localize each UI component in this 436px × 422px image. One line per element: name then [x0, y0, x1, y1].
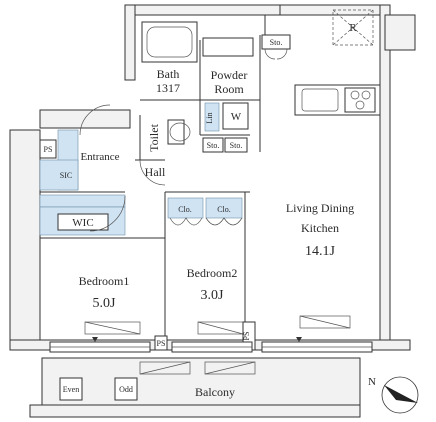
lin-label: Lin	[205, 112, 214, 123]
toilet-fixture	[167, 119, 191, 145]
bedroom1-size: 5.0J	[93, 296, 117, 311]
vanity	[202, 37, 254, 57]
wic-label: WIC	[72, 217, 93, 229]
balcony-windows	[49, 337, 373, 353]
entrance-door-swing	[79, 104, 111, 136]
powder-room-label: Powder	[211, 68, 248, 82]
sto-top-label: Sto.	[270, 38, 283, 47]
north-compass	[381, 376, 419, 414]
balcony-label: Balcony	[195, 385, 235, 399]
north-label: N	[368, 376, 376, 388]
pipe-space-bottom-left	[154, 335, 168, 351]
closet-doors	[169, 217, 243, 226]
sto-left-label: Sto.	[207, 141, 220, 150]
hall-label: Hall	[145, 165, 166, 179]
ldk-label-2: Kitchen	[301, 221, 339, 235]
interior-walls	[40, 15, 266, 340]
pipe-space-top	[39, 139, 57, 159]
balcony-area	[41, 357, 361, 406]
odd-label: Odd	[119, 385, 133, 394]
sto-right-label: Sto.	[230, 141, 243, 150]
powder-room-label-2: Room	[214, 82, 244, 96]
odd-box	[114, 377, 138, 401]
linen-closet	[204, 102, 220, 132]
balcony-ac-units	[139, 361, 256, 375]
wic-door	[89, 195, 126, 232]
storage-top	[261, 34, 291, 50]
bath-label: Bath	[157, 67, 180, 81]
bedroom2-size: 3.0J	[201, 288, 225, 303]
closet-left	[167, 197, 204, 219]
refrigerator-space	[332, 9, 374, 46]
ps-top-label: PS	[44, 145, 53, 154]
sic-label: SIC	[60, 171, 72, 180]
even-box	[59, 377, 83, 401]
ac-units	[84, 315, 351, 335]
clo-right-label: Clo.	[217, 205, 231, 214]
clo-left-label: Clo.	[178, 205, 192, 214]
wic-shelf-top	[39, 194, 126, 208]
hall-door-swing	[139, 159, 166, 186]
ldk-label: Living Dining	[286, 201, 354, 215]
kitchen-counter	[294, 84, 381, 116]
ps-bottom-left-label: PS	[157, 339, 166, 348]
bathtub	[141, 21, 198, 63]
storage-door	[264, 48, 288, 60]
storage-left	[202, 137, 224, 153]
ldk-size: 14.1J	[305, 244, 336, 259]
refrigerator-label: R	[349, 22, 357, 34]
w-label: W	[231, 111, 242, 123]
washer	[222, 102, 249, 130]
entrance-label: Entrance	[80, 151, 119, 163]
bedroom2-label: Bedroom2	[187, 266, 238, 280]
toilet-label: Toilet	[147, 123, 161, 151]
bath-size: 1317	[156, 81, 180, 95]
bedroom1-label: Bedroom1	[79, 274, 130, 288]
storage-right	[224, 137, 248, 153]
sic-closet	[39, 159, 79, 191]
even-label: Even	[63, 385, 79, 394]
ps-bottom-right-label: PS	[242, 332, 251, 341]
wic-box	[57, 213, 109, 231]
